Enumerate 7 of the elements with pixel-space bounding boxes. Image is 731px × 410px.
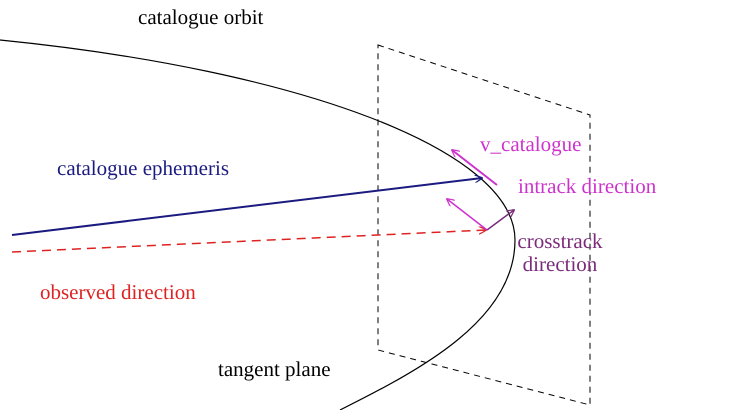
label-text: intrack direction [518,175,656,198]
label-text: v_catalogue [480,133,582,156]
label-text: tangent plane [218,358,331,381]
label-text: catalogue orbit [138,6,264,29]
label-text: observed direction [40,281,196,304]
label-text: catalogue ephemeris [57,157,229,180]
label-text: crosstrack direction [516,230,604,276]
